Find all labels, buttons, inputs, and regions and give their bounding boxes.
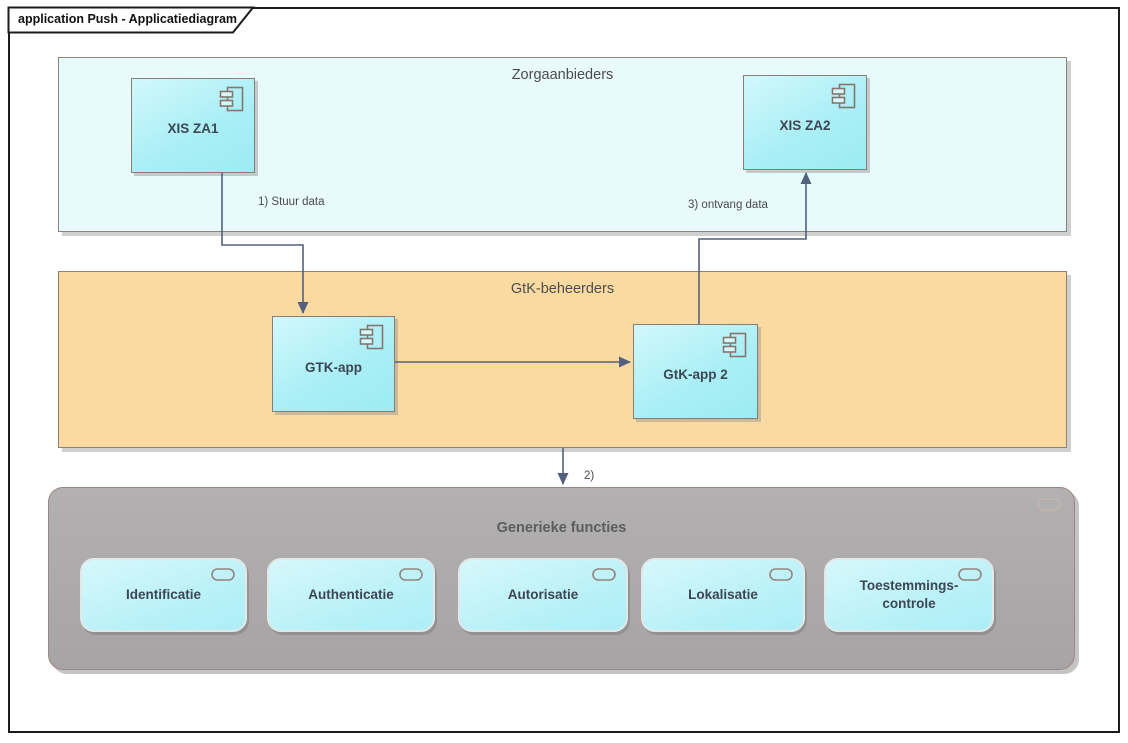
rounded-rectangle-icon	[211, 568, 235, 581]
connector-label-ontvang-data: 3) ontvang data	[688, 199, 768, 211]
rounded-rectangle-icon	[399, 568, 423, 581]
uml-component-icon	[831, 83, 856, 109]
service-label: Authenticatie	[308, 586, 394, 602]
service-label: Autorisatie	[507, 586, 579, 602]
service-lokalisatie[interactable]: Lokalisatie	[641, 558, 805, 632]
component-xis-za1[interactable]: XIS ZA1	[131, 78, 255, 173]
diagram-tab-shape	[7, 6, 256, 34]
group-zorgaanbieders-label: Zorgaanbieders	[511, 67, 614, 83]
rounded-rectangle-icon	[769, 568, 793, 581]
group-generieke-functies-label: Generieke functies	[496, 520, 627, 536]
component-gtk-app[interactable]: GTK-app	[272, 316, 395, 412]
component-gtk-app-2[interactable]: GtK-app 2	[633, 324, 758, 419]
component-label: XIS ZA2	[779, 118, 831, 133]
diagram-title: application Push - Applicatiediagram	[18, 12, 238, 26]
service-identificatie[interactable]: Identificatie	[80, 558, 247, 632]
component-label: GtK-app 2	[663, 367, 728, 382]
uml-component-icon	[722, 332, 747, 358]
service-authenticatie[interactable]: Authenticatie	[267, 558, 435, 632]
connector-label-stuur-data: 1) Stuur data	[258, 196, 325, 208]
component-xis-za2[interactable]: XIS ZA2	[743, 75, 867, 170]
group-gtk-beheerders[interactable]: GtK-beheerders	[58, 271, 1067, 448]
uml-component-icon	[219, 86, 244, 112]
uml-component-icon	[359, 324, 384, 350]
service-label: Identificatie	[125, 586, 201, 602]
service-toestemmingscontrole[interactable]: Toestemmings-controle	[824, 558, 994, 632]
rounded-rectangle-icon	[592, 568, 616, 581]
service-label: Lokalisatie	[688, 586, 758, 602]
component-label: GTK-app	[305, 359, 362, 375]
component-label: XIS ZA1	[167, 121, 219, 136]
service-autorisatie[interactable]: Autorisatie	[458, 558, 628, 632]
rounded-rectangle-icon	[958, 568, 982, 581]
connector-label-2: 2)	[584, 470, 595, 482]
service-label: Toestemmings-controle	[859, 577, 959, 611]
rounded-rectangle-icon	[1037, 498, 1061, 511]
group-gtk-beheerders-label: GtK-beheerders	[510, 281, 615, 297]
